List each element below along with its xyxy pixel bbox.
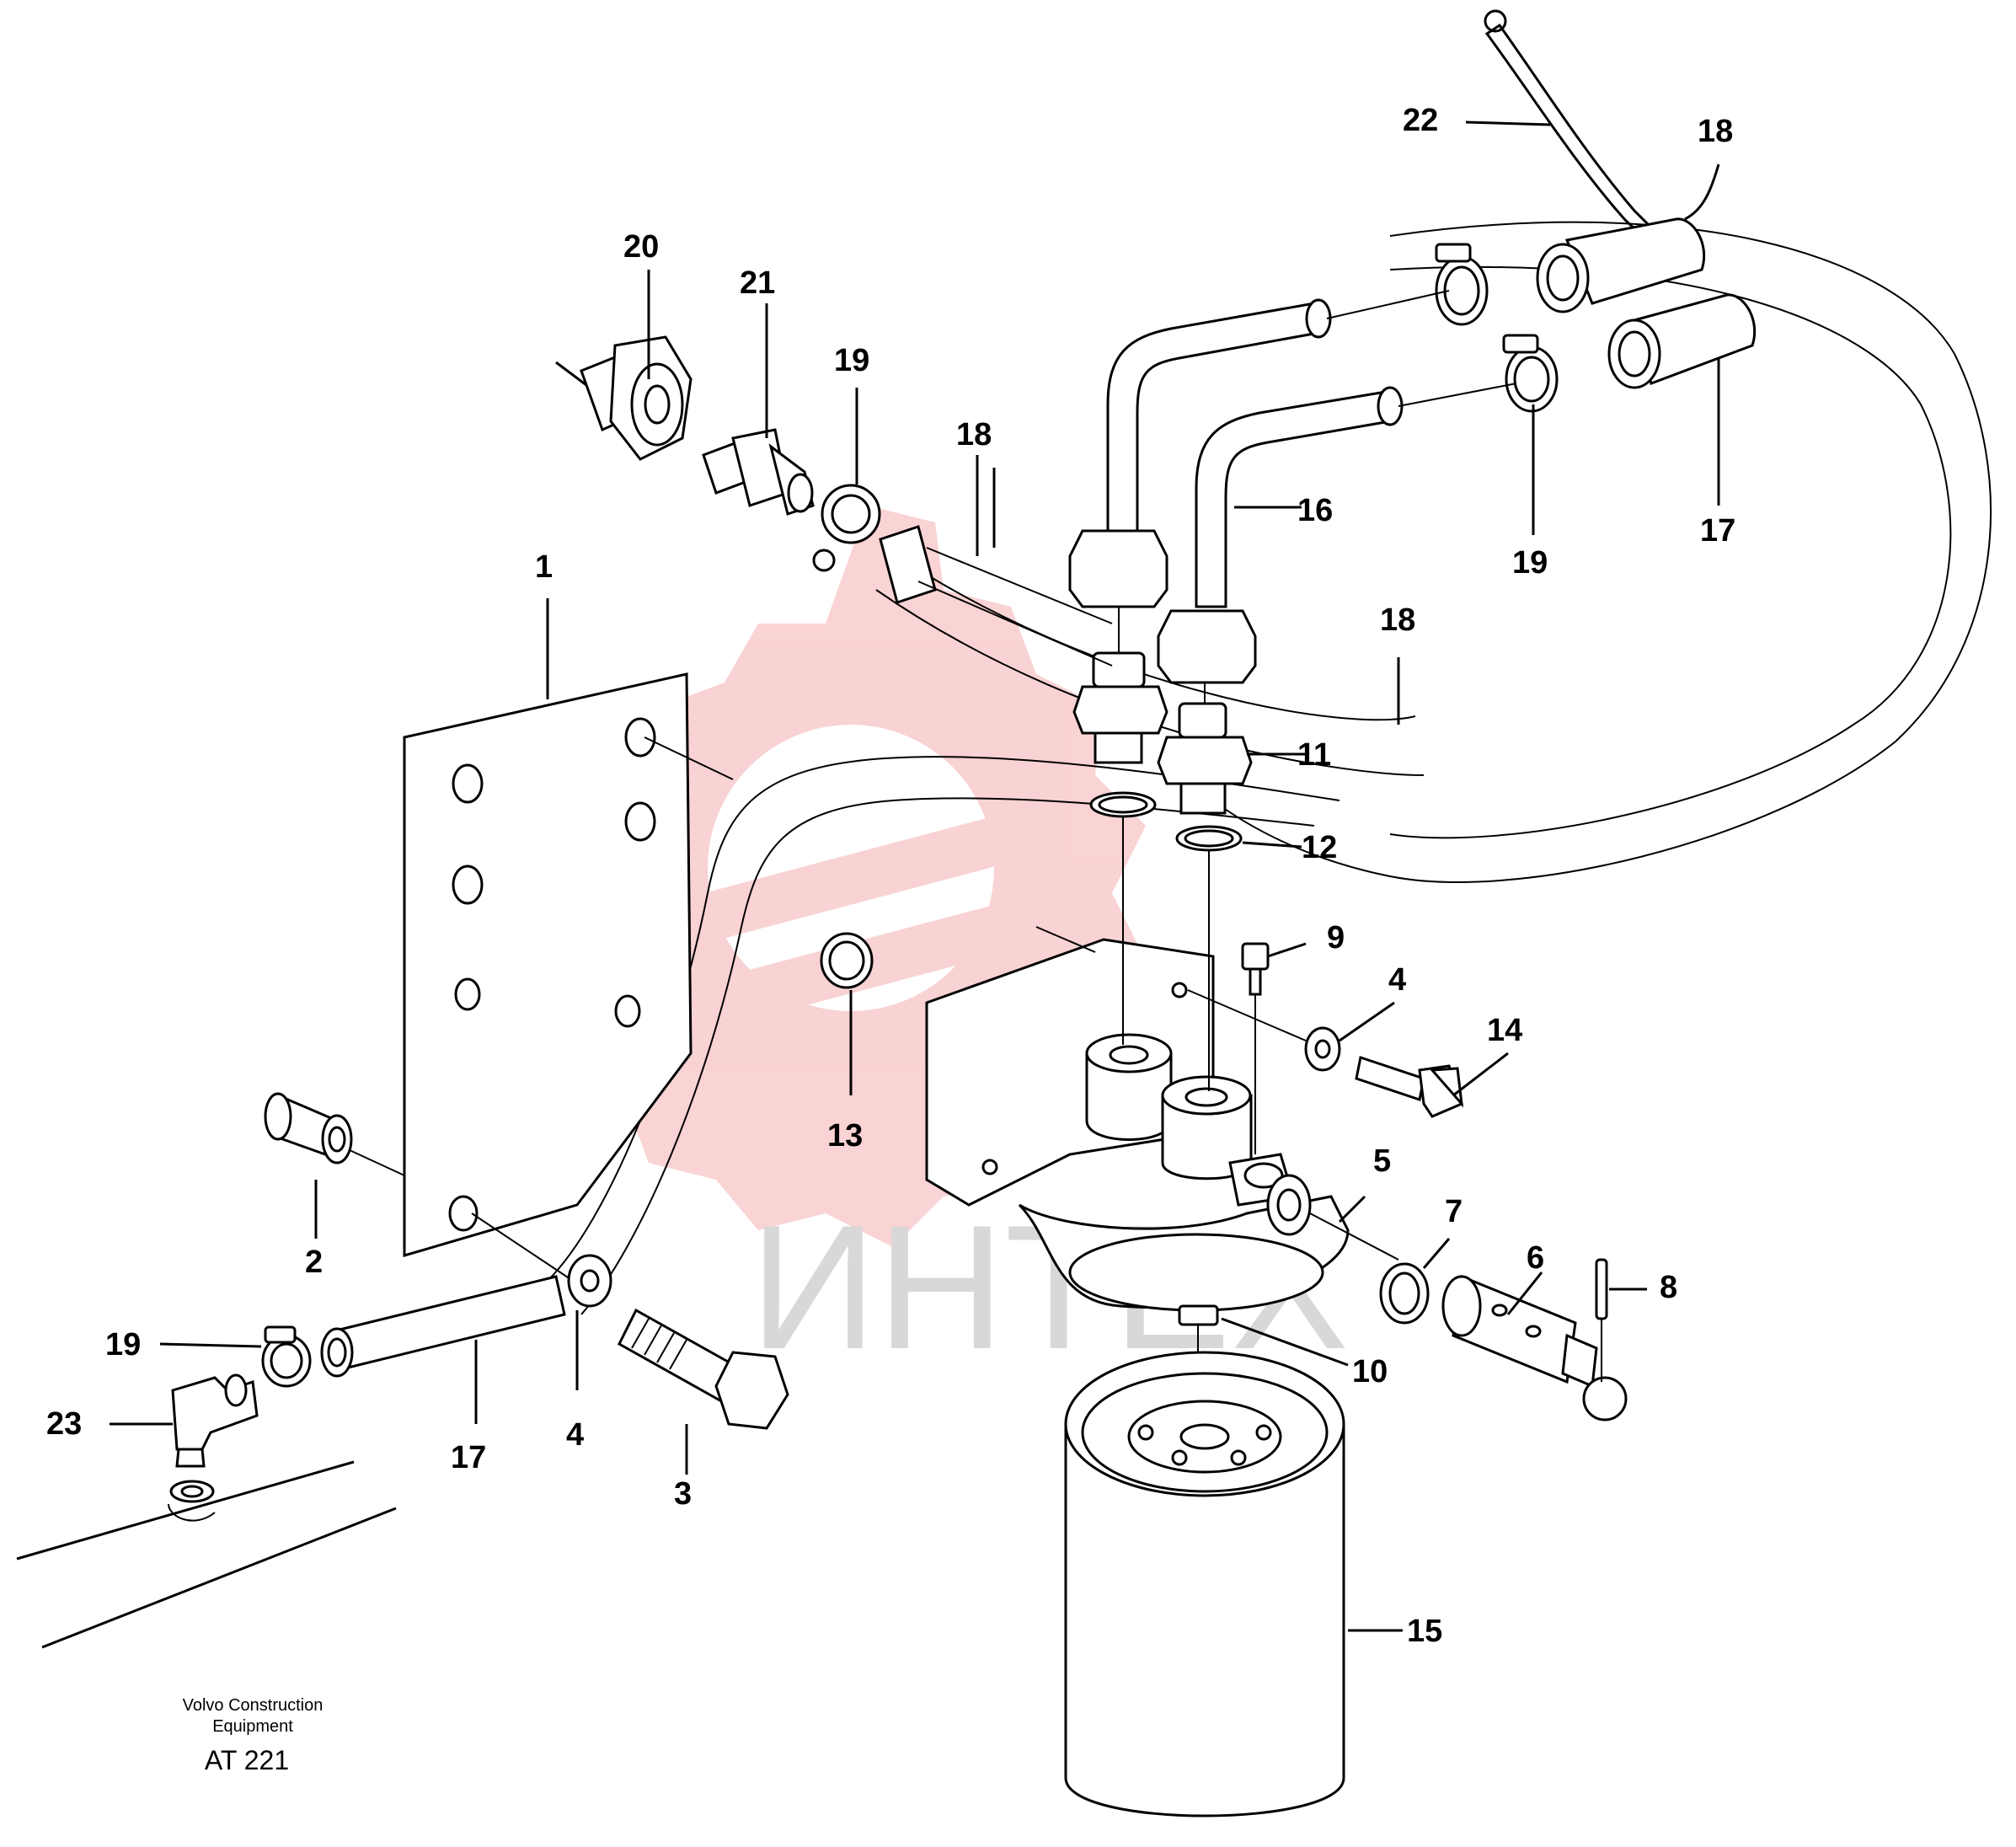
part-1-bracket-plate	[403, 672, 734, 1282]
callout-21: 21	[740, 265, 775, 301]
part-7-o-ring	[1379, 1262, 1430, 1325]
part-6-sleeve	[1441, 1274, 1628, 1421]
callout-18-mid: 18	[956, 417, 992, 452]
callout-19-mid: 19	[834, 343, 869, 378]
callout-2: 2	[305, 1245, 323, 1280]
part-17-hose-lower	[320, 1275, 566, 1378]
part-11-adapters	[1072, 607, 1253, 815]
part-13-o-ring	[820, 932, 874, 989]
frame-tube	[16, 1460, 397, 1649]
footer: Volvo Construction Equipment AT 221	[183, 1696, 324, 1775]
callout-20: 20	[623, 229, 659, 265]
callout-11: 11	[1297, 737, 1331, 773]
part-3-bolt	[618, 1308, 789, 1430]
callout-23: 23	[46, 1406, 82, 1442]
part-17-hose-right	[1607, 293, 1757, 389]
part-4-washer-left	[567, 1254, 612, 1308]
callout-12: 12	[1302, 830, 1337, 865]
callout-18-top: 18	[1698, 114, 1733, 149]
part-14-bolt	[1355, 1056, 1464, 1118]
part-21-nipple	[702, 428, 815, 516]
part-8-pin	[1595, 1258, 1608, 1382]
callout-labels: 1 2 3 4 4 5 6 7 8 9 10 11 12 13 14 15 16…	[46, 103, 1735, 1649]
part-12-seal-rings	[1089, 791, 1243, 852]
callout-15: 15	[1407, 1614, 1442, 1649]
part-18-hose-mid	[879, 525, 1113, 667]
part-19-hose-clamp-lower	[261, 1325, 312, 1388]
brand-line-1: Volvo Construction	[183, 1696, 324, 1715]
part-18-hose-upper	[1536, 217, 1706, 313]
callout-6: 6	[1527, 1240, 1544, 1276]
part-4-washer-right	[1304, 1026, 1341, 1072]
part-19-hose-clamp-upper-b	[1502, 334, 1559, 413]
part-19-hose-clamp-mid	[812, 484, 881, 572]
callout-5: 5	[1373, 1143, 1391, 1179]
callout-22: 22	[1403, 103, 1438, 138]
callout-10: 10	[1352, 1354, 1388, 1389]
callout-4-left: 4	[566, 1417, 584, 1453]
callout-14: 14	[1487, 1013, 1522, 1048]
part-20-plug	[555, 335, 692, 461]
callout-19-lower: 19	[105, 1327, 141, 1362]
callout-17-lower: 17	[451, 1440, 486, 1475]
callout-19-right: 19	[1512, 545, 1548, 581]
part-23-elbow-fitting	[169, 1373, 259, 1503]
part-16-union-nuts	[1068, 529, 1257, 684]
part-16-pipes	[1106, 290, 1517, 608]
callout-13: 13	[827, 1118, 863, 1154]
leader-lines	[110, 120, 1720, 1632]
brand-line-2: Equipment	[212, 1717, 293, 1736]
callout-17-right: 17	[1700, 513, 1735, 549]
part-5-filter-head	[925, 817, 1399, 1312]
part-15-oil-filter	[1064, 1351, 1345, 1818]
callout-9: 9	[1327, 920, 1345, 956]
part-9-screw	[1241, 942, 1270, 1154]
part-19-hose-clamp-upper-a	[1435, 243, 1489, 326]
callout-1: 1	[535, 549, 553, 585]
callout-18-right: 18	[1380, 602, 1415, 638]
callout-3: 3	[674, 1476, 692, 1512]
callout-4-right: 4	[1388, 962, 1406, 998]
callout-7: 7	[1445, 1194, 1463, 1229]
callout-8: 8	[1660, 1270, 1677, 1305]
part-22-cable-tie	[1484, 9, 1658, 243]
drawing-code: AT 221	[205, 1745, 289, 1775]
callout-16: 16	[1297, 493, 1333, 528]
part-2-spacer	[264, 1092, 405, 1176]
